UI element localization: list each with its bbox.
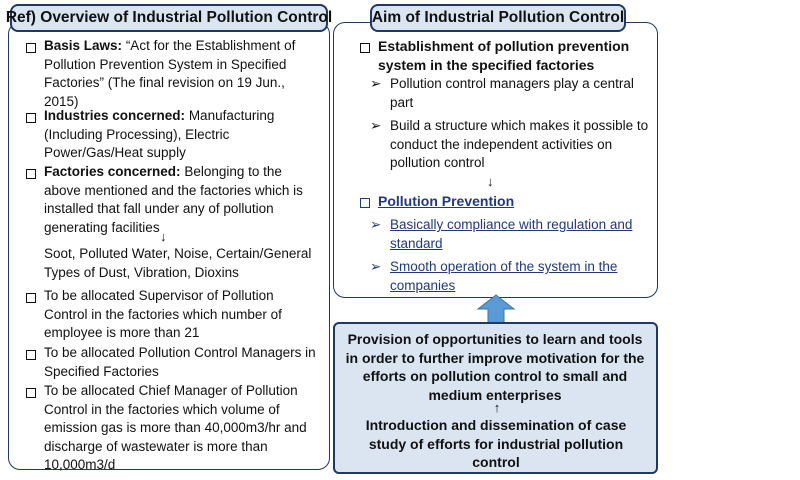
arrow-bullet-icon: ➢: [370, 217, 382, 232]
managers-item: To be allocated Pollution Control Manage…: [44, 345, 316, 379]
support-box: [333, 322, 658, 474]
checkbox-square-icon: [26, 350, 36, 360]
prevention-compliance-link[interactable]: Basically compliance with regulation and…: [390, 217, 633, 251]
basis-laws-text: “Act for the Establishment of Pollution …: [44, 38, 296, 109]
checkbox-square-icon: [26, 169, 36, 179]
industries-item: Industries concerned: Manufacturing (Inc…: [44, 107, 316, 163]
checkbox-square-icon: [26, 113, 36, 123]
industries-text: Manufacturing (Including Processing), El…: [44, 108, 275, 160]
support-text-learning: Provision of opportunities to learn and …: [345, 331, 645, 403]
factories-label: Factories concerned:: [44, 164, 181, 179]
pollution-prevention-heading[interactable]: Pollution Prevention: [378, 193, 515, 209]
establishment-item: Establishment of pollution prevention sy…: [378, 38, 630, 73]
basis-laws-item: Basis Laws: “Act for the Establishment o…: [44, 37, 316, 111]
factories-item: Factories concerned: Belonging to the ab…: [44, 163, 320, 237]
basis-laws-label: Basis Laws:: [44, 38, 123, 53]
checkbox-square-icon: [360, 198, 370, 208]
support-text-case-study: Introduction and dissemination of case s…: [365, 417, 627, 470]
arrow-bullet-icon: ➢: [370, 118, 382, 133]
prevention-operation-link[interactable]: Smooth operation of the system in the co…: [390, 259, 618, 293]
industries-label: Industries concerned:: [44, 108, 186, 123]
aim-title: Aim of Industrial Pollution Control: [370, 4, 626, 32]
down-arrow-icon: ↓: [487, 174, 494, 189]
up-block-arrow-icon: [476, 294, 516, 324]
checkbox-square-icon: [26, 388, 36, 398]
aim-panel: [333, 22, 658, 298]
sub-item-structure: Build a structure which makes it possibl…: [390, 118, 649, 170]
pollution-types-text: Soot, Polluted Water, Noise, Certain/Gen…: [44, 246, 312, 280]
checkbox-square-icon: [360, 43, 370, 53]
factories-text: Belonging to the above mentioned and the…: [44, 164, 303, 235]
sub-item-managers: Pollution control managers play a centra…: [390, 76, 634, 110]
arrow-bullet-icon: ➢: [370, 76, 382, 91]
checkbox-square-icon: [26, 43, 36, 53]
overview-panel: [8, 22, 330, 470]
arrow-bullet-icon: ➢: [370, 259, 382, 274]
supervisor-item: To be allocated Supervisor of Pollution …: [44, 288, 282, 340]
up-arrow-icon: ↑: [493, 400, 501, 415]
down-arrow-icon: ↓: [160, 229, 167, 244]
chief-manager-item: To be allocated Chief Manager of Polluti…: [44, 383, 307, 472]
checkbox-square-icon: [26, 293, 36, 303]
overview-title: Ref) Overview of Industrial Pollution Co…: [6, 4, 332, 32]
